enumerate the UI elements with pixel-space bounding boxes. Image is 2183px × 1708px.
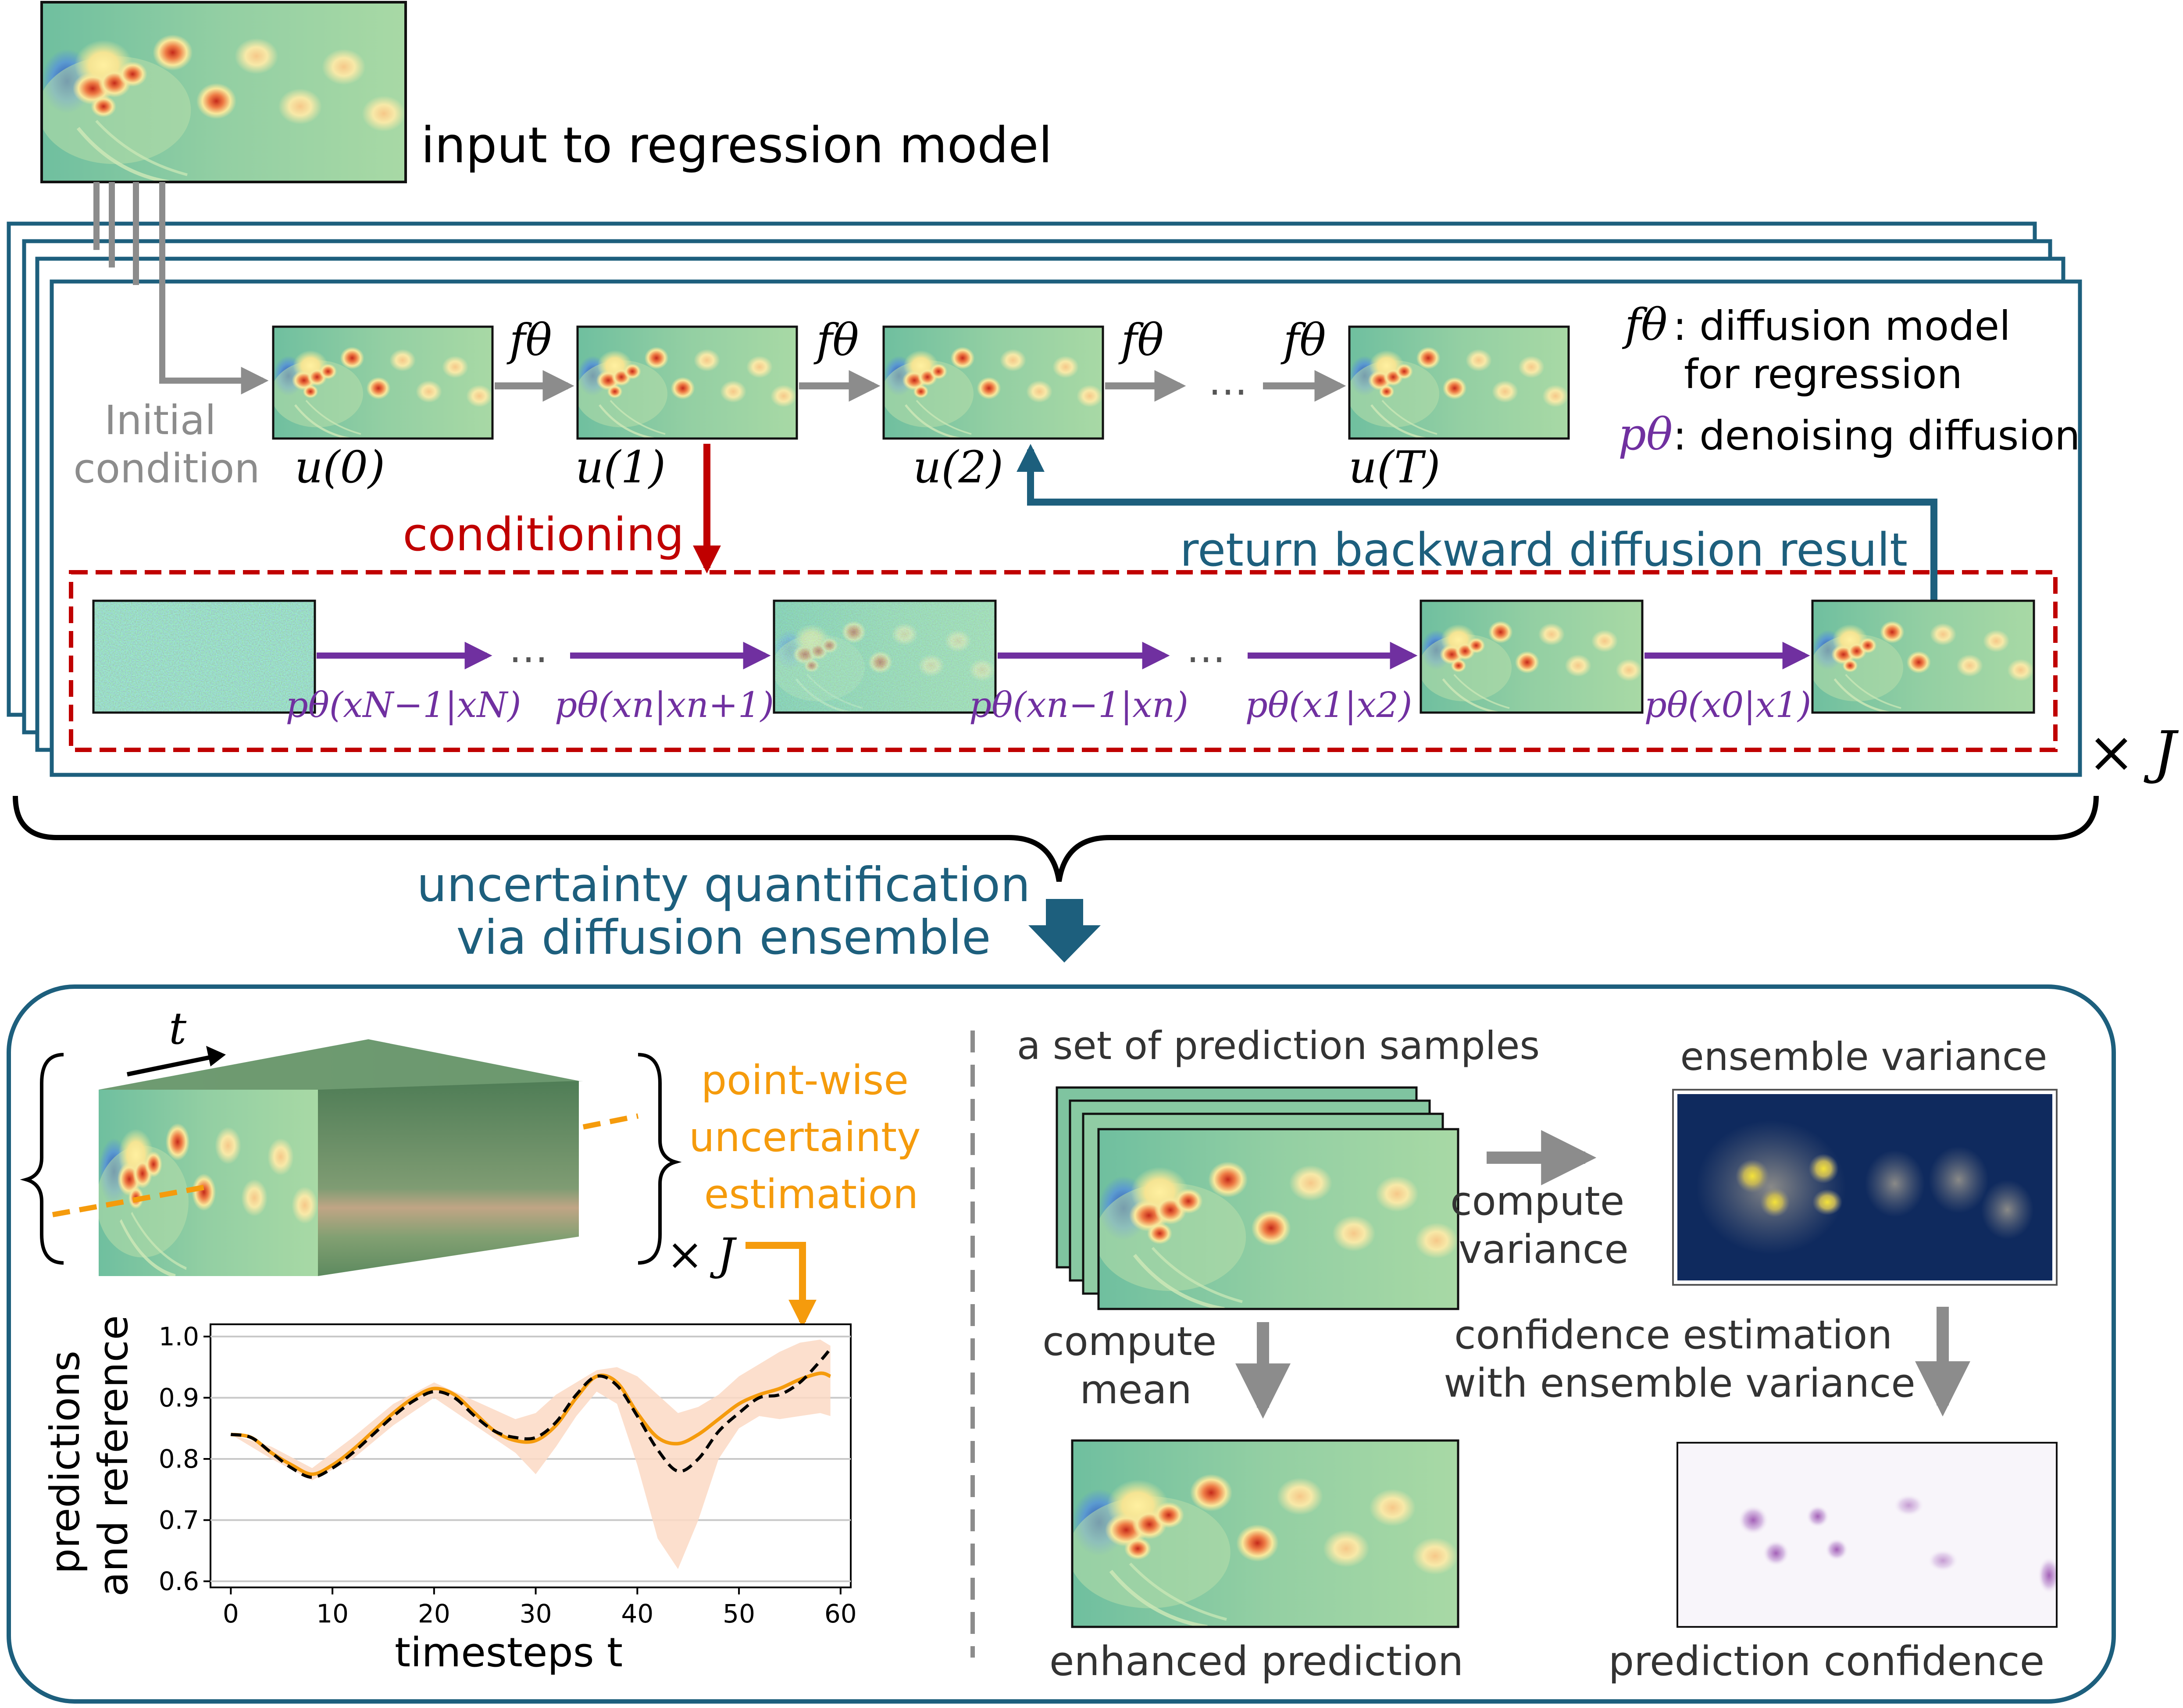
x-tick-label: 60 [824,1599,857,1629]
chain-label-4: pθ(x1|x2) [1245,685,1413,725]
time-arrow [126,1055,214,1077]
return-arrow [1017,444,1937,602]
enhanced-prediction-image [1071,1439,1459,1628]
chain-ellipsis-1: … [509,626,548,672]
denoising-chain-images [92,599,2035,714]
uncertainty-band [231,1339,831,1569]
legend-f-line1: : diffusion model [1673,303,2011,349]
regression-ellipsis: … [1208,358,1248,404]
uncertainty-chart: 0 10 20 30 40 50 60 0.6 0.7 0.8 0.9 1.0 [159,1322,857,1629]
compute-mean-label: compute mean [1042,1319,1229,1413]
legend-p-symbol: pθ [1618,409,1673,460]
chain-label-3: pθ(xn−1|xn) [969,685,1188,725]
prediction-confidence-label: prediction confidence [1609,1638,2044,1685]
x-tick-label: 10 [316,1599,349,1629]
chain-label-2: pθ(xn|xn+1) [555,685,774,725]
x-tick-label: 0 [223,1599,239,1629]
x-tick-label: 30 [520,1599,552,1629]
state-uT-label: u(T) [1348,442,1440,493]
reference-line [230,1348,832,1479]
state-u0-label: u(0) [295,442,385,493]
chart-y-ticks: 0.6 0.7 0.8 0.9 1.0 [159,1322,210,1596]
x-tick-label: 20 [418,1599,450,1629]
step-op-1: fθ [506,314,552,366]
time-arrow-head [206,1046,226,1066]
samples-label: a set of prediction samples [1017,1023,1540,1068]
uq-down-arrow [1028,899,1101,963]
pointwise-arrow [746,1242,817,1328]
prediction-confidence-image [1676,1442,2058,1628]
step-op-2: fθ [813,314,859,366]
chart-xlabel: timesteps t [395,1629,623,1676]
y-tick-label: 1.0 [159,1322,199,1351]
chart-x-ticks: 0 10 20 30 40 50 60 [223,1587,857,1629]
time-label: t [169,1003,187,1054]
x-tick-label: 40 [621,1599,653,1629]
cube-brace-right [638,1053,682,1265]
enhanced-prediction-label: enhanced prediction [1049,1638,1463,1685]
y-tick-label: 0.8 [159,1444,199,1474]
input-connectors [93,182,269,395]
input-label: input to regression model [421,117,1052,174]
legend-f-line2: for regression [1684,351,1962,398]
uq-label-line2: via diffusion ensemble [457,910,991,965]
state-u2-label: u(2) [913,442,1003,493]
uncertainty-probe-line [52,1113,639,1217]
compute-variance-label: compute variance [1450,1178,1637,1273]
times-J-bottom: × J [667,1229,737,1280]
step-op-3: fθ [1118,314,1163,366]
ensemble-variance-image [1672,1089,2058,1286]
y-tick-label: 0.7 [159,1505,199,1535]
ensemble-cube [99,1039,583,1276]
conditioning-label: conditioning [403,508,684,561]
chain-ellipsis-2: … [1186,626,1226,672]
state-u1-label: u(1) [575,442,666,493]
step-op-4: fθ [1280,314,1326,366]
return-label: return backward diffusion result [1180,523,1908,577]
regression-states [272,325,1570,440]
input-field-image [40,1,407,183]
x-tick-label: 50 [723,1599,755,1629]
chain-label-5: pθ(x0|x1) [1644,685,1812,725]
initial-condition-label: Initial condition [73,397,260,492]
confidence-estimation-label: confidence estimation with ensemble vari… [1444,1312,1915,1406]
pointwise-label: point-wise uncertainty estimation [689,1057,934,1218]
uq-label-line1: uncertainty quantification [417,858,1030,913]
y-tick-label: 0.9 [159,1383,199,1412]
denoising-chain-box [69,570,2058,752]
times-J-top: × J [2087,719,2179,785]
prediction-line [230,1371,831,1476]
prediction-samples-stack [1056,1086,1459,1310]
chart-ylabel: predictions and reference [42,1315,137,1597]
y-tick-label: 0.6 [159,1566,199,1596]
legend-f-symbol: fθ [1622,299,1667,350]
legend-p-text: : denoising diffusion [1673,412,2080,459]
variance-title: ensemble variance [1680,1034,2047,1079]
chain-label-1: pθ(xN−1|xN) [286,685,521,725]
cube-brace-left [20,1053,64,1265]
ensemble-brace [13,795,2099,882]
